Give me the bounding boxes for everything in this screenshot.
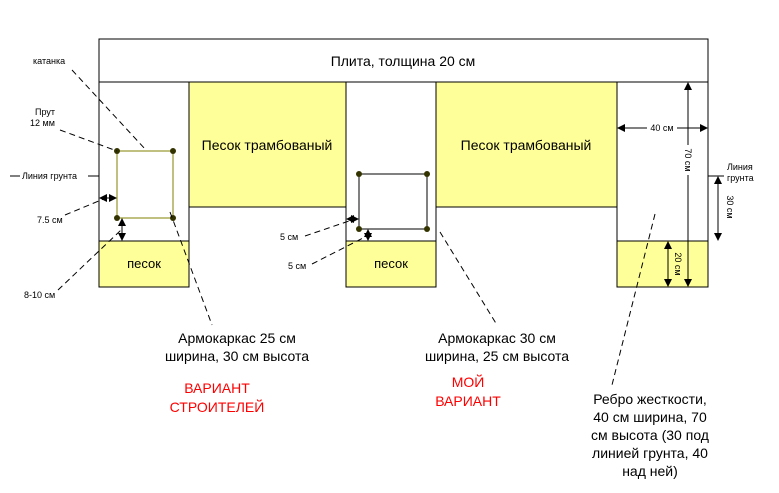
compacted-sand-left-label: Песок трамбованый — [202, 137, 333, 153]
cage-middle-node — [424, 226, 430, 232]
compacted-sand-right-label: Песок трамбованый — [461, 137, 592, 153]
rod-label-1: Прут — [35, 107, 55, 117]
cage-middle-leader — [439, 231, 498, 326]
ground-line-right-label-2: грунта — [727, 173, 754, 183]
rib-caption-2: 40 см ширина, 70 — [593, 409, 707, 425]
cage-middle-node — [356, 171, 362, 177]
sand-right — [616, 240, 709, 288]
sand-left — [98, 240, 190, 288]
rib-caption-3: см высота (30 под — [591, 427, 709, 443]
dim-30-label: 30 см — [725, 195, 735, 218]
compacted-sand-right — [435, 81, 618, 208]
ground-line-left-label: Линия грунта — [22, 171, 77, 181]
sand-middle — [345, 240, 437, 288]
cage-left-node — [170, 148, 176, 154]
sand-left-label: песок — [127, 256, 161, 271]
ground-line-right-label-1: Линия — [727, 162, 753, 172]
katanka-label: катанка — [33, 56, 65, 66]
rod-label-2: 12 мм — [30, 118, 55, 128]
rod-leader — [59, 129, 118, 152]
dim-5-a-label: 5 см — [280, 232, 298, 242]
cage1-caption-2: ширина, 30 см высота — [165, 348, 309, 364]
dim-20-label: 20 см — [673, 252, 683, 275]
dim-70-label-bg — [682, 145, 694, 175]
rib-caption-4: линией грунта, 40 — [592, 445, 708, 461]
dim-8-10-leader — [57, 229, 122, 291]
variant-builders-2: СТРОИТЕЛЕЙ — [170, 398, 265, 415]
dim-70-label: 70 см — [683, 148, 693, 171]
dim-8-10-label: 8-10 см — [24, 290, 55, 300]
cage-middle-node — [356, 226, 362, 232]
slab — [98, 38, 709, 83]
slab-label: Плита, толщина 20 см — [331, 53, 476, 69]
dim-5-b-label: 5 см — [288, 261, 306, 271]
cage2-caption-1: Армокаркас 30 см — [438, 330, 556, 346]
rib-caption-1: Ребро жесткости, — [593, 391, 707, 407]
dim-40-label-bg — [647, 121, 677, 134]
katanka-leader — [71, 69, 147, 151]
cage-left — [116, 150, 174, 219]
dim-7-5-label: 7.5 см — [37, 215, 63, 225]
dim-40-label: 40 см — [650, 123, 673, 133]
cage-middle-node — [424, 171, 430, 177]
cage-middle — [358, 173, 428, 230]
compacted-sand-left — [188, 81, 347, 208]
cage2-caption-2: ширина, 25 см высота — [425, 348, 569, 364]
variant-builders-1: ВАРИАНТ — [184, 380, 250, 396]
dim-5-a-leader — [304, 219, 353, 237]
sand-middle-label: песок — [374, 256, 408, 271]
variant-mine-2: ВАРИАНТ — [435, 393, 501, 409]
rib-caption-5: над ней) — [622, 463, 678, 479]
variant-mine-1: МОЙ — [452, 373, 485, 390]
cage-left-leader — [169, 211, 213, 326]
cage-left-node — [114, 215, 120, 221]
dim-7-5-leader — [64, 197, 107, 216]
cage-left-node — [170, 215, 176, 221]
dim-5-b-leader — [311, 235, 368, 265]
cage1-caption-1: Армокаркас 25 см — [178, 330, 296, 346]
